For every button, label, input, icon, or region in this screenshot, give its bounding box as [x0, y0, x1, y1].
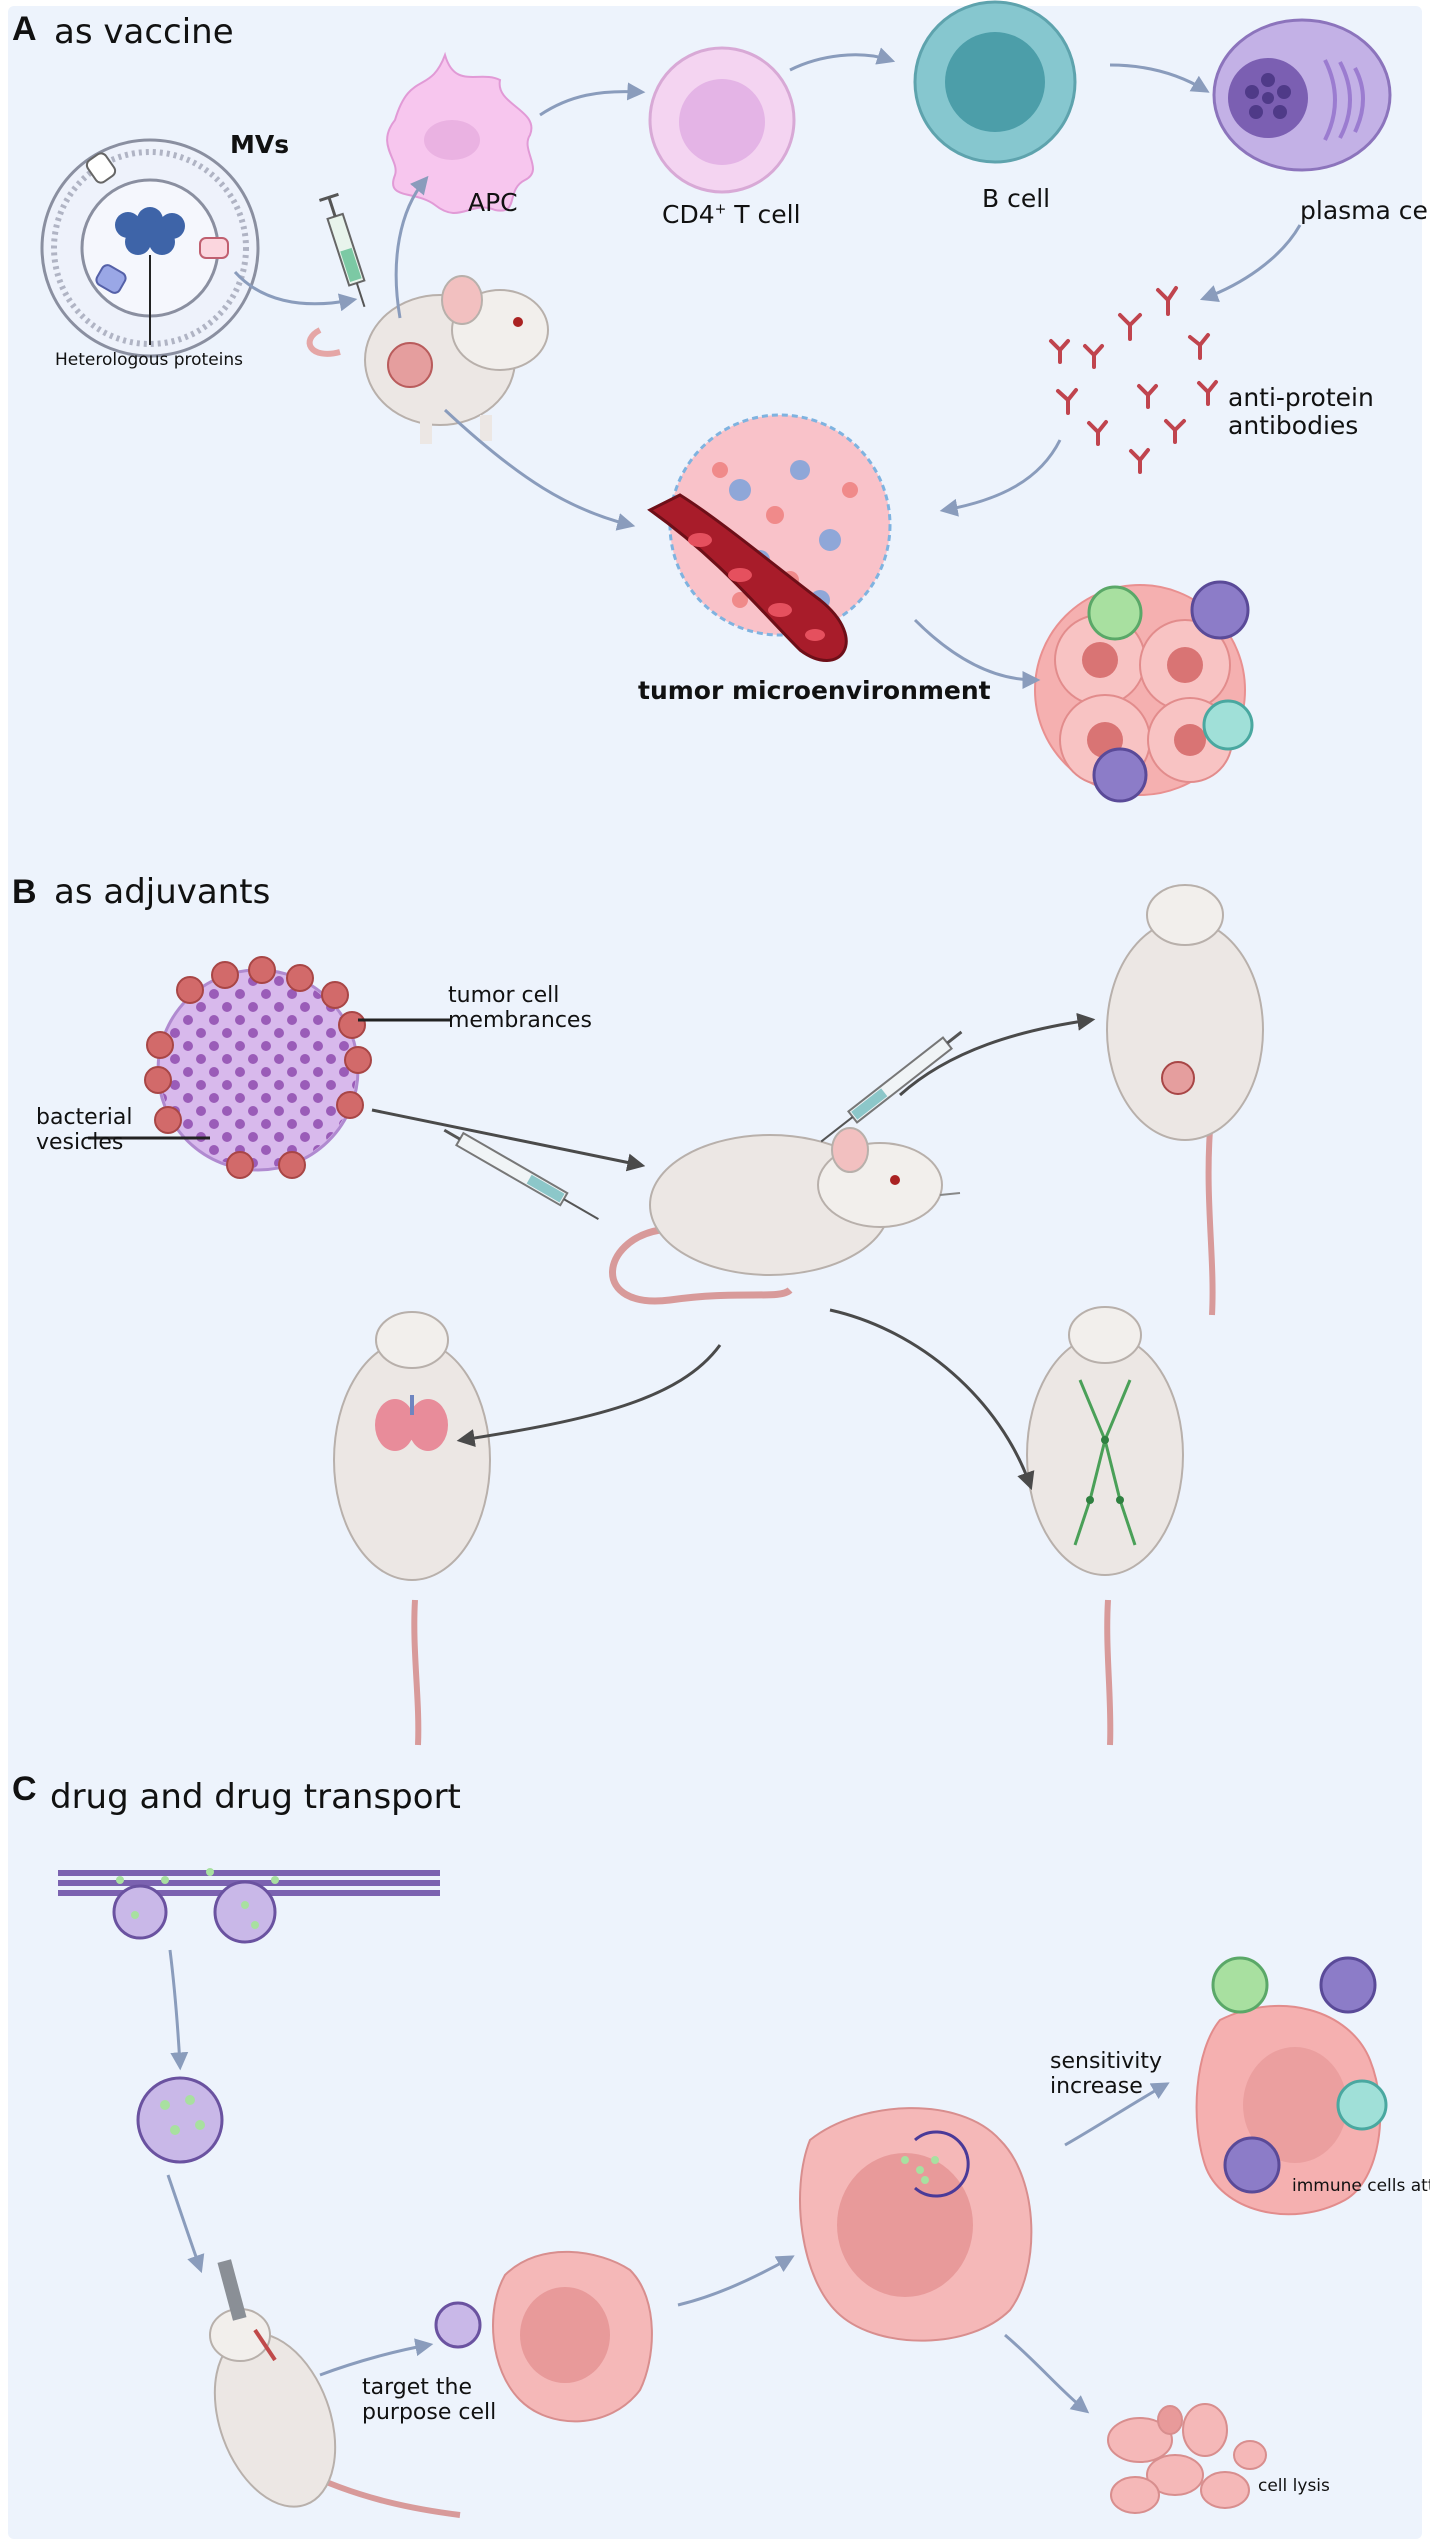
panel-a-letter: A	[12, 10, 37, 48]
panel-b-letter: B	[12, 873, 37, 911]
mouse-lymph-b	[1026, 1306, 1184, 1746]
mouse-panel-c	[209, 2259, 461, 2518]
panel-c-letter: C	[12, 1770, 37, 1808]
immune-attack-cell	[1195, 1956, 1388, 2216]
b-cell	[913, 0, 1077, 164]
b-cell-label: B cell	[982, 184, 1051, 213]
sensitivity-increase-label: sensitivity increase	[1050, 2049, 1163, 2099]
mouse-panel-a	[306, 192, 549, 444]
panel-a-arrows	[233, 47, 1302, 689]
panel-a-title: as vaccine	[54, 12, 234, 52]
panel-c-title: drug and drug transport	[50, 1777, 461, 1817]
mouse-panel-b-center	[609, 1127, 961, 1305]
immune-cells-attack-label: immune cells attack	[1292, 2176, 1430, 2196]
syringes-panel-b	[443, 1030, 963, 1220]
loaded-vesicle	[136, 2076, 224, 2164]
mouse-tumor-b	[1106, 884, 1264, 1316]
target-purpose-cell-label: target the purpose cell	[362, 2375, 497, 2425]
mouse-lung-b	[333, 1311, 491, 1746]
mvs-label: MVs	[230, 130, 290, 159]
mv-vesicle	[40, 138, 260, 358]
figure-background	[8, 6, 1422, 2539]
tumor-microenvironment-label: tumor microenvironment	[638, 676, 991, 705]
panel-b-title: as adjuvants	[54, 872, 271, 912]
apc-label: APC	[468, 188, 518, 217]
target-cell	[492, 2250, 653, 2423]
lysed-cell	[1107, 2403, 1267, 2514]
plasma-cell-label: plasma cell	[1300, 196, 1430, 225]
cd4-t-cell	[648, 46, 796, 194]
cell-lysis-label: cell lysis	[1258, 2476, 1330, 2496]
hybrid-vesicle	[88, 956, 450, 1179]
small-vesicle-c	[434, 2301, 482, 2349]
panel-c-arrows	[166, 1949, 1170, 2414]
apc-cell	[386, 51, 534, 215]
loaded-tumor-cell	[799, 2107, 1033, 2342]
tumor-microenvironment	[647, 413, 892, 662]
panel-b-arrows	[371, 1012, 1096, 1491]
membrane-budding	[58, 1868, 440, 1944]
antibodies	[1049, 286, 1218, 474]
bacterial-vesicles-label: bacterial vesicles	[36, 1105, 133, 1155]
anti-protein-antibodies-label: anti-protein antibodies	[1228, 383, 1374, 440]
tumor-cluster-panel-a	[1034, 580, 1254, 803]
plasma-cell	[1212, 18, 1392, 172]
tumor-cell-membranes-label: tumor cell membrances	[448, 983, 592, 1033]
cd4-t-cell-label: CD4+ T cell	[662, 200, 801, 229]
heterologous-proteins-label: Heterologous proteins	[55, 350, 244, 370]
